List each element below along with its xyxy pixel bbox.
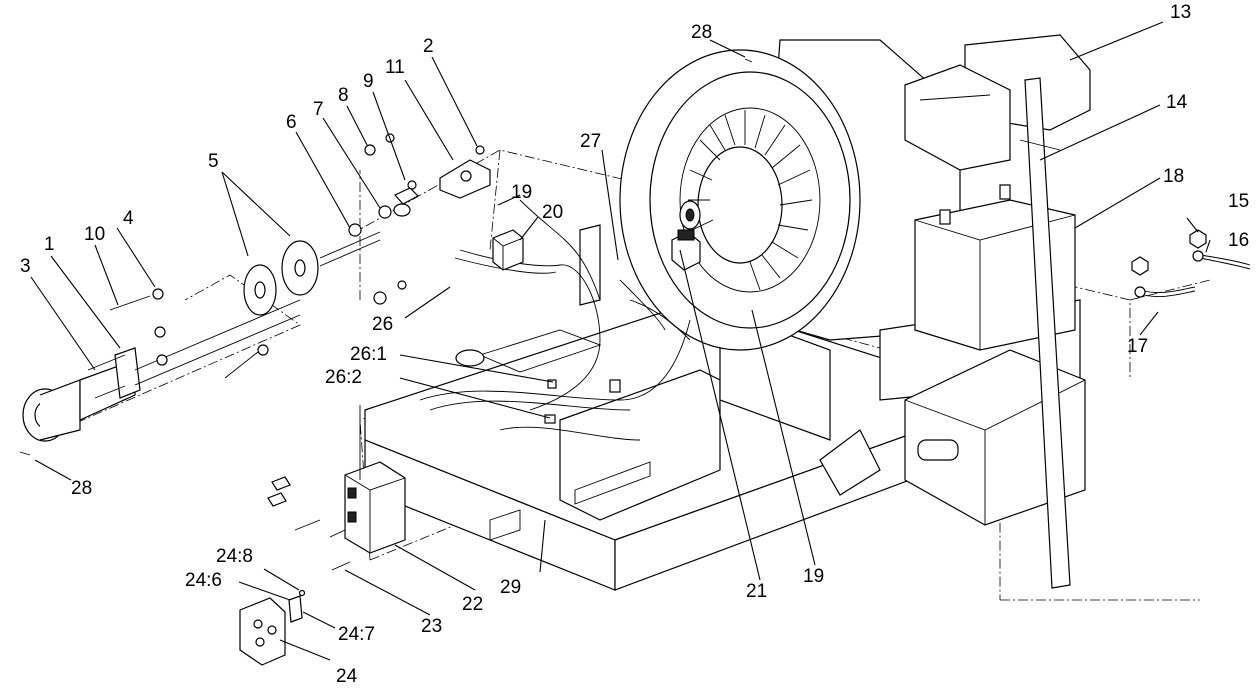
callout-1: 1 [44, 234, 55, 255]
callout-26-1: 26:1 [350, 344, 387, 365]
callout-20: 20 [542, 202, 563, 223]
callout-27: 27 [580, 131, 601, 152]
callout-18: 18 [1163, 166, 1184, 187]
callout-24-8: 24:8 [216, 546, 253, 567]
pendant-control [239, 589, 306, 666]
callout-24: 24 [336, 666, 358, 687]
callout-21: 21 [746, 581, 767, 602]
callout-9: 9 [363, 71, 374, 92]
callout-4: 4 [123, 208, 134, 229]
callout-28a: 28 [691, 22, 712, 43]
callout-14: 14 [1166, 92, 1188, 113]
callout-17: 17 [1127, 336, 1148, 357]
callout-10: 10 [84, 224, 105, 245]
battery-and-box [904, 184, 1086, 526]
callout-16: 16 [1228, 230, 1249, 251]
leader-lines [30, 21, 1211, 661]
callout-13: 13 [1170, 2, 1191, 23]
callout-5: 5 [208, 151, 219, 172]
pins [19, 58, 753, 456]
frame-base [364, 224, 951, 591]
hold-down-strap [1019, 77, 1071, 589]
callout-2: 2 [423, 36, 434, 57]
callout-7: 7 [313, 99, 324, 120]
callout-labels: 1 2 3 4 5 6 7 8 9 10 11 13 14 15 16 17 1… [20, 2, 1249, 687]
callout-22: 22 [462, 594, 483, 615]
callout-11: 11 [385, 57, 405, 78]
callout-23: 23 [421, 616, 442, 637]
switch [671, 229, 701, 271]
controller-module [267, 405, 406, 571]
callout-26-2: 26:2 [325, 367, 362, 388]
callout-28b: 28 [71, 478, 92, 499]
callout-24-6: 24:6 [185, 570, 222, 591]
relay [492, 229, 524, 271]
callout-15: 15 [1228, 191, 1249, 212]
callout-29: 29 [500, 577, 521, 598]
callout-19a: 19 [511, 182, 532, 203]
wiring-harness [419, 199, 691, 441]
battery-cables [1131, 229, 1251, 298]
callout-24-7: 24:7 [338, 624, 375, 645]
callout-3: 3 [20, 256, 31, 277]
drive-hub-parts [22, 133, 491, 442]
callout-26: 26 [372, 314, 393, 335]
callout-6: 6 [286, 112, 297, 133]
callout-8: 8 [338, 85, 349, 106]
callout-19b: 19 [803, 566, 824, 587]
